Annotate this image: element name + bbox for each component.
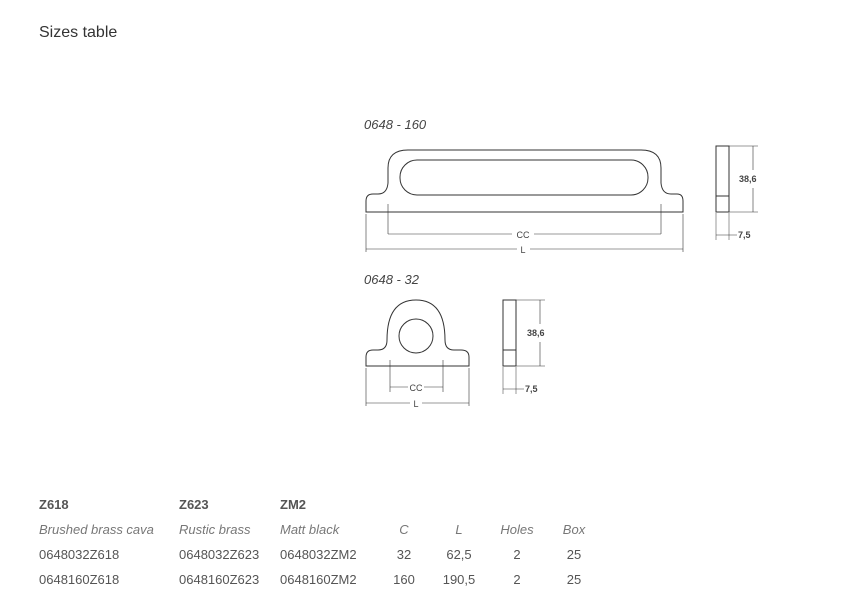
depth-label-160: 7,5 bbox=[738, 230, 751, 240]
column-header-holes: Holes bbox=[500, 522, 534, 537]
table-row-cell: 0648032ZM2 bbox=[280, 547, 357, 562]
table-row-cell: 2 bbox=[513, 572, 521, 587]
handle-32-front-view bbox=[365, 299, 470, 392]
l-label-160: L bbox=[520, 245, 525, 255]
column-header-c: C bbox=[399, 522, 409, 537]
table-row-cell: 2 bbox=[513, 547, 521, 562]
height-label-160: 38,6 bbox=[739, 174, 757, 184]
table-row-cell: 0648160Z623 bbox=[179, 572, 260, 587]
table-row-cell: 0648160Z618 bbox=[39, 572, 120, 587]
handle-32-side-view bbox=[502, 299, 545, 394]
cc-label-160: CC bbox=[517, 230, 530, 240]
table-row-cell: 0648160ZM2 bbox=[280, 572, 357, 587]
table-row-cell: 25 bbox=[566, 572, 582, 587]
column-header-l: L bbox=[455, 522, 463, 537]
model-label-160: 0648 - 160 bbox=[364, 117, 427, 132]
table-row-cell: 190,5 bbox=[442, 572, 476, 587]
table-row-cell: 32 bbox=[396, 547, 412, 562]
cc-label-32: CC bbox=[410, 383, 423, 393]
finish-code-zm2: ZM2 bbox=[280, 497, 306, 512]
handle-160-side-view bbox=[715, 145, 758, 240]
height-label-32: 38,6 bbox=[527, 328, 545, 338]
finish-name-z618: Brushed brass cava bbox=[39, 522, 154, 537]
finish-name-z623: Rustic brass bbox=[179, 522, 251, 537]
table-row-cell: 62,5 bbox=[446, 547, 472, 562]
finish-code-z623: Z623 bbox=[179, 497, 209, 512]
page-title: Sizes table bbox=[39, 24, 118, 41]
table-row-cell: 0648032Z623 bbox=[179, 547, 260, 562]
l-label-32: L bbox=[413, 399, 418, 409]
finish-name-zm2: Matt black bbox=[280, 522, 340, 537]
finish-code-z618: Z618 bbox=[39, 497, 69, 512]
handle-32-dimensions bbox=[365, 368, 470, 406]
handle-160-front-view bbox=[365, 149, 684, 234]
table-row-cell: 160 bbox=[393, 572, 415, 587]
model-label-32: 0648 - 32 bbox=[364, 272, 420, 287]
depth-label-32: 7,5 bbox=[525, 384, 538, 394]
handle-160-dimensions bbox=[365, 214, 684, 252]
table-row-cell: 0648032Z618 bbox=[39, 547, 120, 562]
column-header-box: Box bbox=[562, 522, 586, 537]
table-row-cell: 25 bbox=[566, 547, 582, 562]
